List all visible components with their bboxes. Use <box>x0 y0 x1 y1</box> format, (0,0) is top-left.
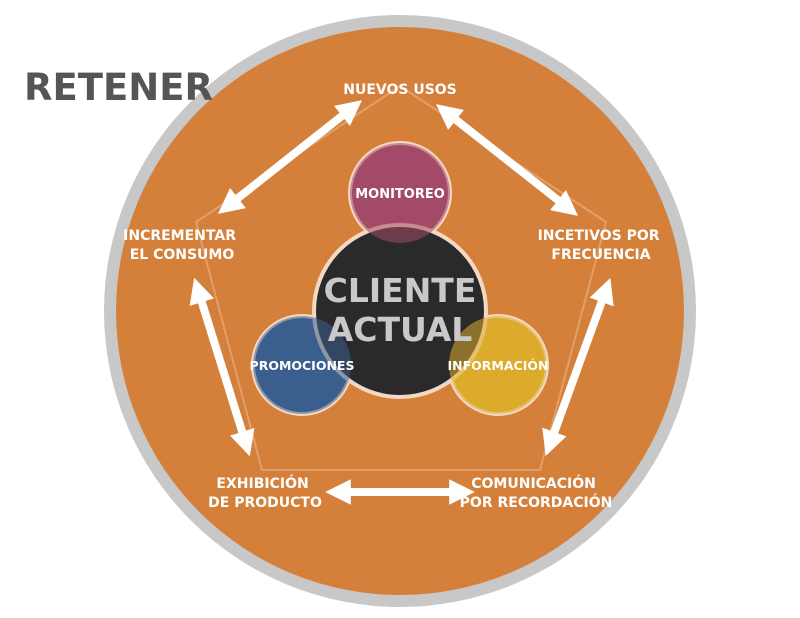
node-comunicacion-line2: POR RECORDACIÓN <box>460 493 613 511</box>
node-incentivos-line2: FRECUENCIA <box>551 247 650 263</box>
node-comunicacion-recordacion: COMUNICACIÓN POR RECORDACIÓN <box>460 474 613 511</box>
node-incentivos-frecuencia: INCETIVOS POR FRECUENCIA <box>538 228 665 263</box>
node-incrementar-line1: INCREMENTAR <box>123 228 236 244</box>
node-incrementar-consumo: INCREMENTAR EL CONSUMO <box>123 228 241 263</box>
heading-retener: RETENER <box>24 66 213 109</box>
label-informacion: INFORMACIÓN <box>448 358 549 373</box>
arrow-top-right <box>435 104 579 216</box>
overlap-promociones <box>253 316 351 414</box>
center-label-line1: CLIENTE <box>324 271 477 310</box>
node-incentivos-line1: INCETIVOS POR <box>538 228 660 244</box>
node-exhibicion-line1: EXHIBICIÓN <box>216 474 308 492</box>
node-nuevos-usos-line1: NUEVOS USOS <box>343 82 457 98</box>
label-monitoreo: MONITOREO <box>355 187 445 202</box>
arrow-left <box>189 277 255 457</box>
arrow-right <box>542 277 614 457</box>
label-promociones: PROMOCIONES <box>250 358 355 373</box>
node-exhibicion-line2: DE PRODUCTO <box>208 495 322 511</box>
arrow-top-left <box>217 100 363 214</box>
node-nuevos-usos: NUEVOS USOS <box>343 82 457 98</box>
node-incrementar-line2: EL CONSUMO <box>130 247 235 263</box>
node-comunicacion-line1: COMUNICACIÓN <box>471 474 596 492</box>
node-exhibicion-producto: EXHIBICIÓN DE PRODUCTO <box>208 474 322 511</box>
overlap-informacion <box>449 316 547 414</box>
center-label-line2: ACTUAL <box>328 310 473 349</box>
overlap-monitoreo <box>350 143 450 243</box>
